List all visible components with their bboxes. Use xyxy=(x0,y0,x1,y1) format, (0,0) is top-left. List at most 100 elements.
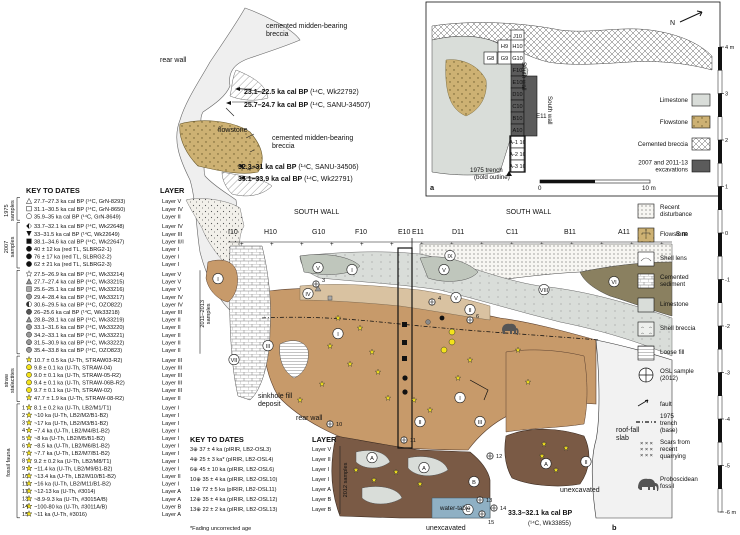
marker-yellow-circle xyxy=(448,328,456,336)
inset-grid-label: G9 xyxy=(501,56,508,62)
depth-segment xyxy=(717,395,723,420)
layer-label-ii: II xyxy=(414,416,426,428)
osl-number: 13 xyxy=(486,498,492,504)
layer-label-v: V xyxy=(450,292,462,304)
layer-label-b: B xyxy=(468,476,480,488)
top-date-3: 32.3–31 ka cal BP (¹⁴C, SANU-34506) xyxy=(238,164,359,171)
top-date-2: 25.7–24.7 ka cal BP (¹⁴C, SANU-34507) xyxy=(244,102,370,109)
key-group-label-line: straw xyxy=(4,373,10,387)
date-marker-arrow xyxy=(238,164,243,168)
depth-segment xyxy=(718,419,722,443)
key2-row-layer: Layer II xyxy=(312,457,331,463)
key-row-text: 33–31.5 ka cal BP (¹⁴C, Wk22649) xyxy=(34,231,120,238)
layer-label-text: V xyxy=(454,296,458,302)
legend-osl-swatch xyxy=(638,367,654,383)
triangle-down-symbol xyxy=(26,231,32,237)
key-row-layer: Layer IV xyxy=(162,302,183,308)
inset-e11-label: E11 xyxy=(536,113,547,120)
inset-grid-label: H10 xyxy=(512,44,522,50)
layer-label-text: I xyxy=(459,396,461,402)
label-line: cemented midden-bearing xyxy=(272,135,353,142)
fossil-number: 3 xyxy=(22,421,25,427)
inset-scale-0: 0 xyxy=(538,185,542,192)
legend-fault-swatch xyxy=(637,399,649,407)
depth-label: -3 xyxy=(725,371,730,377)
key2-row-layer: Layer B xyxy=(312,497,332,503)
key-row-layer: Layer I xyxy=(162,459,180,465)
layer-label-ii: II xyxy=(580,456,592,468)
fossil-number: 5 xyxy=(22,436,25,442)
circle-gray-symbol xyxy=(26,331,32,338)
legend-label: Limestone xyxy=(660,301,689,308)
key-row-layer: Layer A xyxy=(162,512,181,518)
inset-legend-label: Flowstone xyxy=(660,119,689,126)
inset-flowstone xyxy=(445,59,487,117)
layer-label-text: IX xyxy=(447,254,453,260)
key2-row-layer: Layer I xyxy=(312,467,330,473)
key-row-layer: Layer V xyxy=(162,272,182,278)
fossil-number: 2 xyxy=(22,413,25,419)
inset-grid-label: H9 xyxy=(501,44,508,50)
star-yellow-symbol xyxy=(25,411,33,418)
depth-segment xyxy=(717,256,723,280)
osl-number: 12 xyxy=(496,454,502,460)
depth-segment xyxy=(718,465,722,489)
legend-label: disturbance xyxy=(660,211,693,218)
key-row-layer: Layer IV xyxy=(162,207,183,213)
marker-square xyxy=(402,340,407,345)
circle-open-symbol xyxy=(26,213,32,220)
key2-row-text: 11⊕ 72 ± 5 ka (pIRIR, LB2-OSL11) xyxy=(190,487,277,493)
layer-label-text: VI xyxy=(611,280,617,286)
layer-label-text: VIII xyxy=(540,288,549,294)
circle-yellow-symbol xyxy=(26,379,32,386)
key-group-label: strawstalactites xyxy=(4,368,16,393)
legend-elephant-swatch xyxy=(638,478,659,491)
star-yellow-symbol xyxy=(25,449,33,456)
legend-label: recent xyxy=(660,446,677,453)
key2-row-text: 3⊕ 37 ± 4 ka (pIRIR, LB2-OSL3) xyxy=(190,447,271,453)
grid-tick: + xyxy=(270,241,274,248)
scar-mark: × × × xyxy=(640,441,653,447)
circle-black-symbol xyxy=(26,261,32,267)
depth-segment xyxy=(718,326,722,350)
panel-label-b: b xyxy=(612,523,617,532)
flowstone-deposit xyxy=(179,120,263,174)
label-line: cemented midden-bearing xyxy=(266,23,347,30)
depth-segment xyxy=(718,93,722,117)
depth-label: -4 xyxy=(725,417,730,423)
top-dates: 23.1–22.5 ka cal BP (¹⁴C, Wk22792) 25.7–… xyxy=(238,89,370,183)
key2-row-text: 10⊕ 35 ± 4 ka (pIRIR, LB2-OSL10) xyxy=(190,477,277,483)
star-yellow-symbol xyxy=(25,426,33,434)
star-open-symbol xyxy=(25,270,33,277)
key2-row-layer: Layer B xyxy=(312,507,332,513)
key-row-text: ~100-80 ka (U-Th, #3011A/B) xyxy=(34,504,107,510)
fossil-number: 14 xyxy=(22,504,28,510)
label-line: breccia xyxy=(272,143,295,150)
layer-label-text: III xyxy=(478,420,483,426)
key-row-layer: Layer III xyxy=(162,310,183,316)
inset-grid-label: A10 xyxy=(513,128,523,134)
layer-label-i: I xyxy=(332,328,344,340)
legend-cemented-swatch xyxy=(637,273,655,289)
key-row-text: 27.5–26.9 ka cal BP (¹⁴C, Wk33214) xyxy=(34,271,124,278)
date-marker-arrow xyxy=(240,176,245,180)
layer-label-text: A xyxy=(370,456,374,462)
depth-segment xyxy=(717,488,723,513)
flowstone-label-top: flowstone xyxy=(218,127,248,134)
layer-label-text: I xyxy=(337,332,339,338)
layer-label-text: II xyxy=(584,460,588,466)
trench-1975-outline xyxy=(397,247,413,449)
grid-label-b11: B11 xyxy=(564,229,576,236)
layer-label-text: IV xyxy=(305,292,311,298)
marker-circle xyxy=(402,375,408,381)
date-markers-section xyxy=(314,285,456,395)
depth-label: -6 m xyxy=(725,510,737,516)
layer-label-vii: VII xyxy=(228,354,240,366)
fossil-number: 4 xyxy=(22,428,25,434)
label-line: breccia xyxy=(266,31,289,38)
bottom-date-source: (¹⁴C, Wk33855) xyxy=(528,520,571,527)
key-group-label-line: samples xyxy=(10,236,16,257)
legend-label: (2012) xyxy=(660,375,678,382)
